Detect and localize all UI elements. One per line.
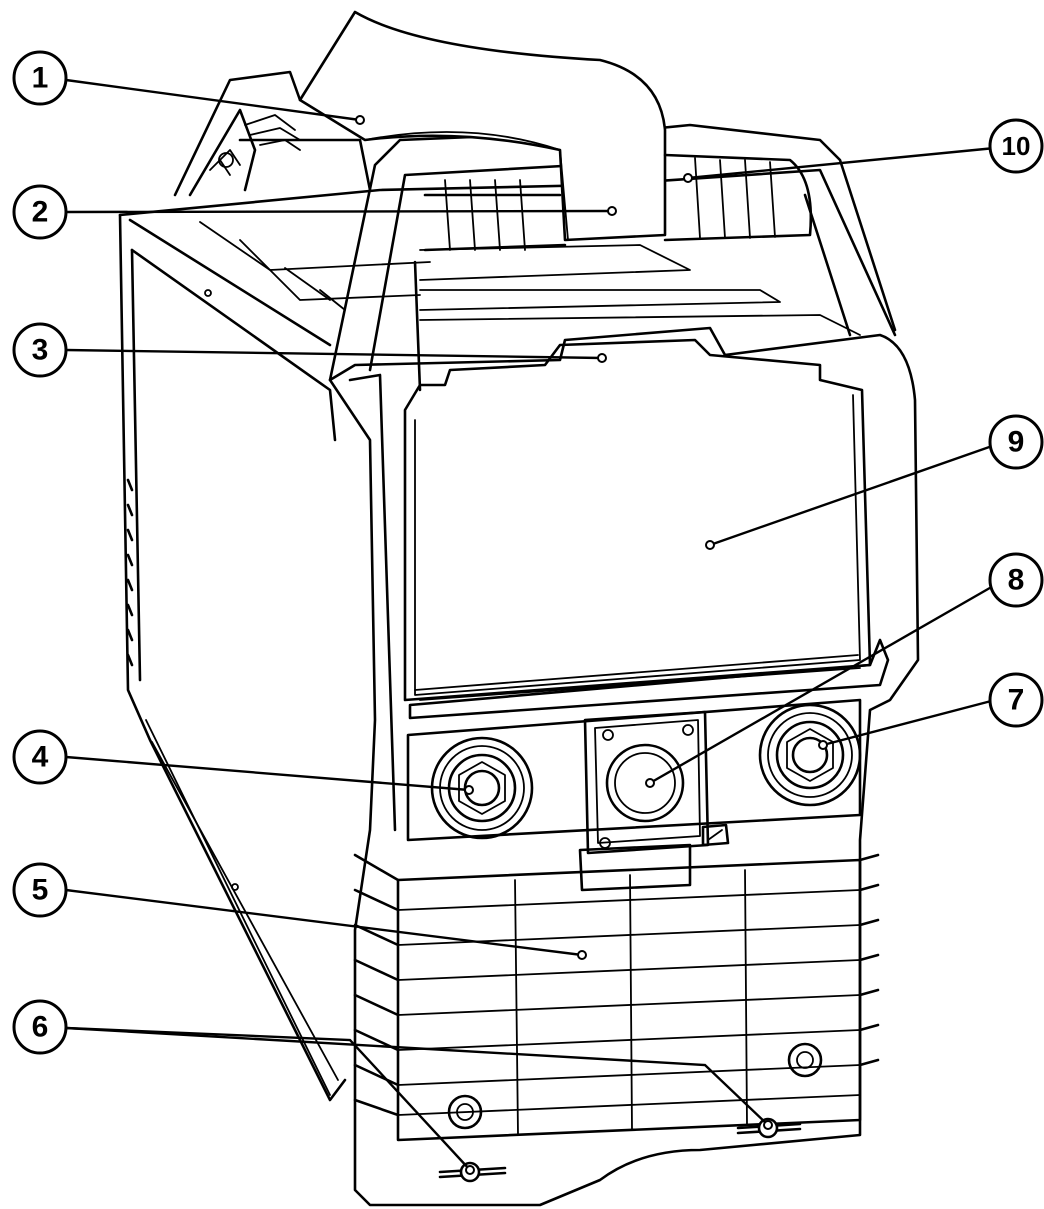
side-panel — [118, 213, 347, 1102]
handle-grip-strap — [298, 10, 813, 252]
callout-2-label: 2 — [32, 196, 49, 229]
callout-6: 6 — [12, 999, 68, 1055]
callout-10: 10 — [988, 118, 1044, 174]
callout-9-label: 9 — [1008, 426, 1025, 459]
callout-1-label: 1 — [32, 62, 49, 95]
callout-2: 2 — [12, 184, 68, 240]
control-socket — [583, 710, 730, 855]
callout-10-label: 10 — [1002, 131, 1031, 161]
display-cover — [403, 338, 890, 720]
callout-4-label: 4 — [32, 741, 49, 774]
right-socket — [758, 703, 862, 807]
callout-7-label: 7 — [1008, 684, 1025, 717]
rear-handle — [173, 70, 372, 197]
callout-5: 5 — [12, 862, 68, 918]
connector-panel — [406, 698, 862, 855]
callout-1: 1 — [12, 50, 68, 106]
front-grille — [353, 843, 880, 1183]
callout-9: 9 — [988, 414, 1044, 470]
front-frame — [328, 326, 920, 1207]
callout-5-label: 5 — [32, 874, 49, 907]
callout-4: 4 — [12, 729, 68, 785]
callout-7: 7 — [988, 672, 1044, 728]
callout-6-label: 6 — [32, 1011, 49, 1044]
callout-leaders — [65, 78, 996, 1175]
callout-3-label: 3 — [32, 334, 49, 367]
callout-8-label: 8 — [1008, 564, 1025, 597]
callout-8: 8 — [988, 552, 1044, 608]
machine-illustration — [118, 10, 920, 1207]
callout-3: 3 — [12, 322, 68, 378]
